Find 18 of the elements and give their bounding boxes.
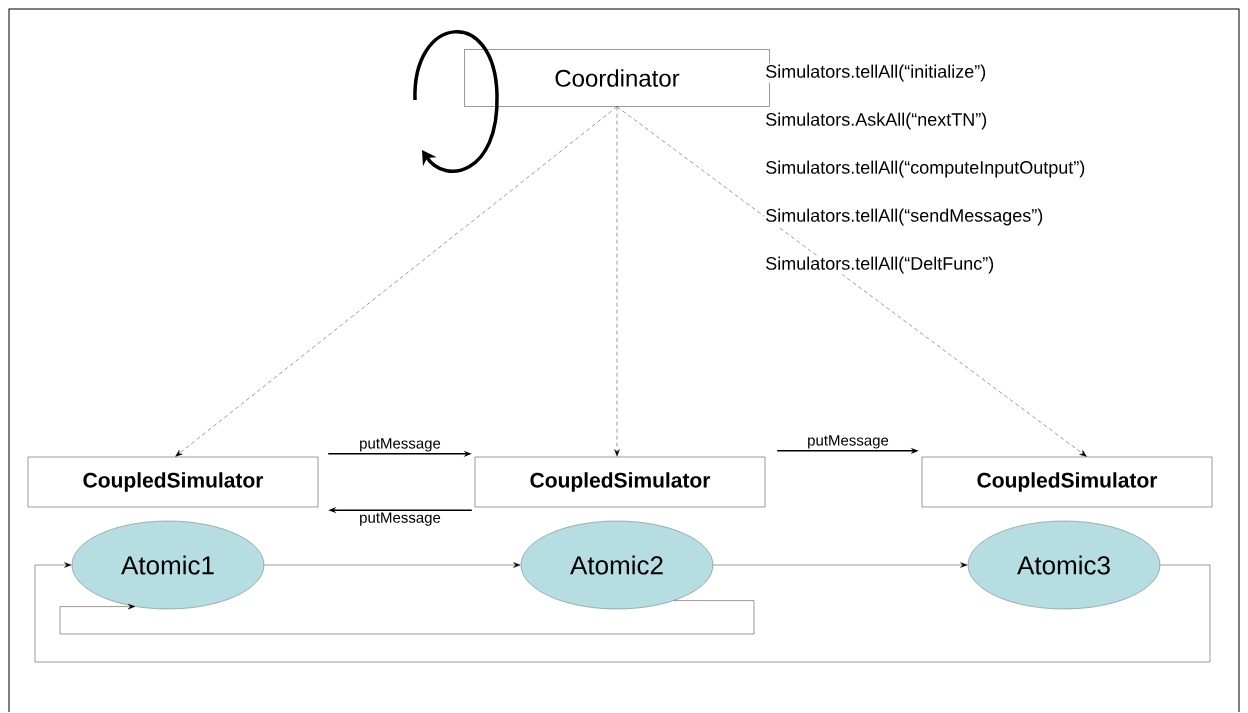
simulator-box: CoupledSimulator [27,456,319,508]
arrow [175,106,618,457]
method-call: Simulators.tellAll(“sendMessages”) [764,207,1045,227]
method-call: Simulators.tellAll(“DeltFunc”) [764,255,996,275]
method-call: Simulators.tellAll(“computeInputOutput”) [764,159,1087,179]
method-call: Simulators.AskAll(“nextTN”) [764,111,989,131]
arrow [614,106,620,457]
arrow [264,562,521,568]
edge-label: putMessage [806,434,890,450]
arrow [34,562,1211,663]
simulator-box: CoupledSimulator [921,456,1213,508]
edge-label: putMessage [358,437,442,453]
arrow [713,562,968,568]
simulator-box: CoupledSimulator [474,456,766,508]
method-call: Simulators.tellAll(“initialize”) [764,63,988,83]
arrow [616,106,1087,457]
arrow [59,600,755,635]
edge-label: putMessage [358,511,442,527]
